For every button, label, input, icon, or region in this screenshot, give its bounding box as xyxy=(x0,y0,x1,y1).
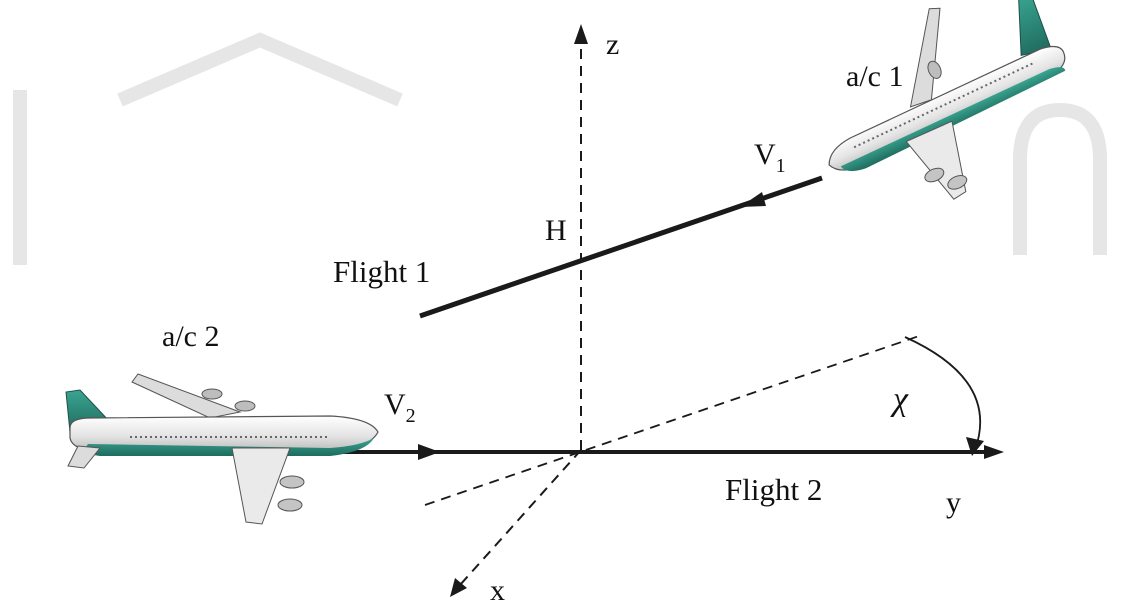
x-axis-label: x xyxy=(490,574,505,602)
velocity-1-symbol: V xyxy=(754,138,776,171)
angle-label: χ xyxy=(890,381,909,418)
velocity-1-subscript: 1 xyxy=(776,155,786,177)
velocity-2-label: V2 xyxy=(384,388,416,427)
y-axis-label: y xyxy=(946,486,961,519)
aircraft-1-graphic xyxy=(828,0,1066,200)
velocity-1-label: V1 xyxy=(754,138,786,177)
velocity-2-subscript: 2 xyxy=(406,405,416,427)
flight-2-label: Flight 2 xyxy=(725,472,822,507)
watermark-graphic xyxy=(13,32,1107,265)
aircraft-2-graphic xyxy=(65,373,379,525)
projection-line xyxy=(424,334,923,506)
angle-arc xyxy=(904,336,984,456)
flight-1-path xyxy=(419,175,823,319)
height-label: H xyxy=(545,214,567,247)
aircraft-2-label: a/c 2 xyxy=(162,320,219,353)
flight-1-label: Flight 1 xyxy=(333,254,430,289)
flight-2-path xyxy=(330,444,1004,460)
z-axis xyxy=(574,24,588,450)
aircraft-1-label: a/c 1 xyxy=(846,60,903,93)
x-axis xyxy=(450,449,582,597)
velocity-2-symbol: V xyxy=(384,388,406,421)
z-axis-label: z xyxy=(606,28,619,61)
